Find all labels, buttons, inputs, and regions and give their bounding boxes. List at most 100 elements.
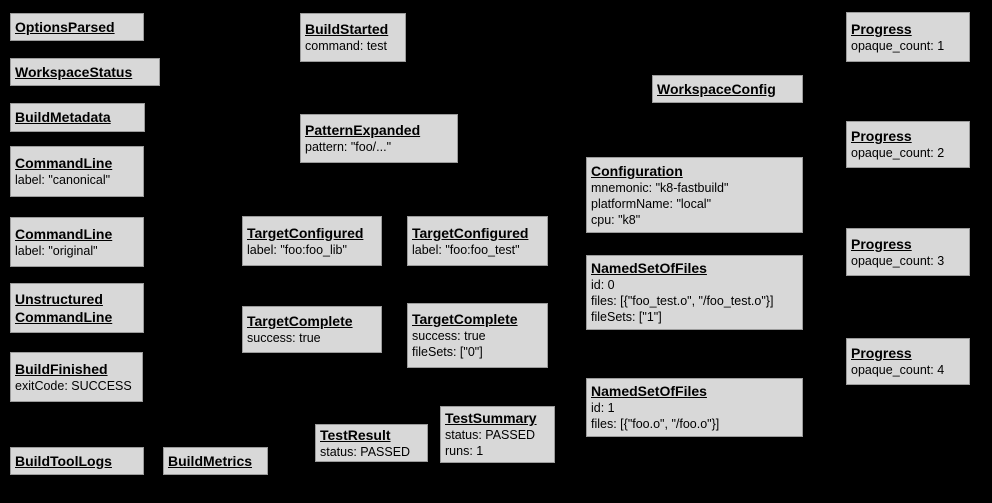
- node-title-line: Progress: [851, 128, 912, 144]
- node-title: BuildMetrics: [168, 452, 263, 470]
- node-target-complete-foo-lib: TargetComplete success: true: [242, 306, 382, 353]
- node-title: Progress: [851, 127, 965, 145]
- node-options-parsed: OptionsParsed: [10, 13, 144, 41]
- node-title: BuildMetadata: [15, 108, 140, 126]
- node-title-line: TargetConfigured: [247, 224, 364, 241]
- node-title-line: BuildStarted: [305, 21, 389, 37]
- node-field: opaque_count: 3: [851, 253, 945, 268]
- node-build-metrics: BuildMetrics: [163, 447, 268, 475]
- node-title: TargetConfigured: [247, 224, 377, 242]
- node-title: Configuration: [591, 162, 798, 180]
- node-field: exitCode: SUCCESS: [15, 378, 132, 393]
- node-title-line: TestSummary: [445, 410, 537, 426]
- node-field: status: PASSED: [320, 444, 411, 459]
- node-target-complete-foo-test: TargetComplete success: true fileSets: ["0…: [407, 303, 548, 368]
- node-title: NamedSetOfFiles: [591, 259, 798, 277]
- node-workspace-status: WorkspaceStatus: [10, 58, 160, 86]
- node-title-line: Progress: [851, 345, 912, 361]
- node-command-line-canonical: CommandLine label: "canonical": [10, 146, 144, 197]
- node-title: Progress: [851, 235, 965, 253]
- node-title-line: Configuration: [591, 162, 683, 179]
- node-title-line: CommandLine: [15, 155, 113, 171]
- node-title: OptionsParsed: [15, 18, 139, 36]
- node-title-line: CommandLine: [15, 308, 113, 325]
- node-title: TargetConfigured: [412, 224, 543, 242]
- node-title: Progress: [851, 20, 965, 38]
- node-field: cpu: "k8": [591, 212, 641, 227]
- node-title: BuildFinished: [15, 360, 138, 378]
- node-title: TestResult: [320, 426, 423, 444]
- node-named-set-of-files-1: NamedSetOfFiles id: 1 files: [{"foo.o", "/…: [586, 378, 803, 437]
- node-title-line: WorkspaceStatus: [15, 63, 133, 80]
- node-field: opaque_count: 4: [851, 363, 945, 377]
- node-field: label: "foo:foo_test": [412, 242, 520, 257]
- node-title: TestSummary: [445, 409, 550, 427]
- node-title-line: PatternExpanded: [305, 122, 421, 138]
- node-field: status: PASSED: [445, 428, 536, 442]
- node-title-line: Progress: [851, 20, 912, 37]
- node-title: WorkspaceConfig: [657, 80, 798, 98]
- node-progress-4: Progress opaque_count: 4: [846, 338, 970, 385]
- node-field: pattern: "foo/...": [305, 140, 392, 154]
- node-title: CommandLine: [15, 154, 139, 172]
- node-title-line: TargetConfigured: [412, 224, 529, 241]
- node-title-line: Unstructured: [15, 290, 103, 307]
- node-field: files: [{"foo_test.o", "/foo_test.o"}]: [591, 294, 774, 308]
- node-title-line: BuildMetadata: [15, 109, 111, 125]
- node-field: label: "foo:foo_lib": [247, 242, 347, 257]
- node-title: TargetComplete: [247, 312, 377, 330]
- node-title: NamedSetOfFiles: [591, 382, 798, 400]
- node-field: id: 1: [591, 401, 615, 415]
- node-title-line: OptionsParsed: [15, 18, 115, 35]
- node-workspace-config: WorkspaceConfig: [652, 75, 803, 103]
- node-test-summary: TestSummary status: PASSED runs: 1: [440, 406, 555, 463]
- node-pattern-expanded: PatternExpanded pattern: "foo/...": [300, 114, 458, 163]
- node-title-line: Progress: [851, 235, 912, 252]
- node-title: WorkspaceStatus: [15, 63, 155, 81]
- node-title-line: TestResult: [320, 426, 391, 443]
- node-title-line: BuildMetrics: [168, 452, 253, 469]
- node-title-line: TargetComplete: [247, 313, 353, 329]
- node-title: BuildStarted: [305, 20, 401, 38]
- node-field: fileSets: ["0"]: [412, 345, 483, 359]
- node-field: fileSets: ["1"]: [591, 310, 662, 324]
- node-title: BuildToolLogs: [15, 452, 139, 470]
- node-field: success: true: [247, 331, 321, 345]
- node-field: platformName: "local": [591, 196, 712, 211]
- node-title: PatternExpanded: [305, 121, 453, 139]
- node-title-line: NamedSetOfFiles: [591, 260, 707, 276]
- node-field: mnemonic: "k8-fastbuild": [591, 180, 729, 195]
- node-named-set-of-files-0: NamedSetOfFiles id: 0 files: [{"foo_test.o…: [586, 255, 803, 330]
- node-build-tool-logs: BuildToolLogs: [10, 447, 144, 475]
- node-title-line: NamedSetOfFiles: [591, 383, 707, 399]
- node-title-line: CommandLine: [15, 225, 113, 242]
- node-field: id: 0: [591, 278, 615, 292]
- node-field: runs: 1: [445, 444, 484, 458]
- node-title: Progress: [851, 344, 965, 362]
- node-title-line: BuildToolLogs: [15, 452, 112, 469]
- node-field: label: "original": [15, 243, 98, 258]
- node-field: opaque_count: 2: [851, 146, 945, 160]
- node-field: success: true: [412, 329, 486, 343]
- node-title: CommandLine: [15, 225, 139, 243]
- node-field: label: "canonical": [15, 173, 111, 187]
- node-title-line: WorkspaceConfig: [657, 80, 776, 97]
- node-build-metadata: BuildMetadata: [10, 103, 145, 132]
- node-field: files: [{"foo.o", "/foo.o"}]: [591, 417, 720, 431]
- node-progress-2: Progress opaque_count: 2: [846, 121, 970, 168]
- node-title: TargetComplete: [412, 310, 543, 328]
- node-title-line: TargetComplete: [412, 311, 518, 327]
- node-title-line: BuildFinished: [15, 360, 108, 377]
